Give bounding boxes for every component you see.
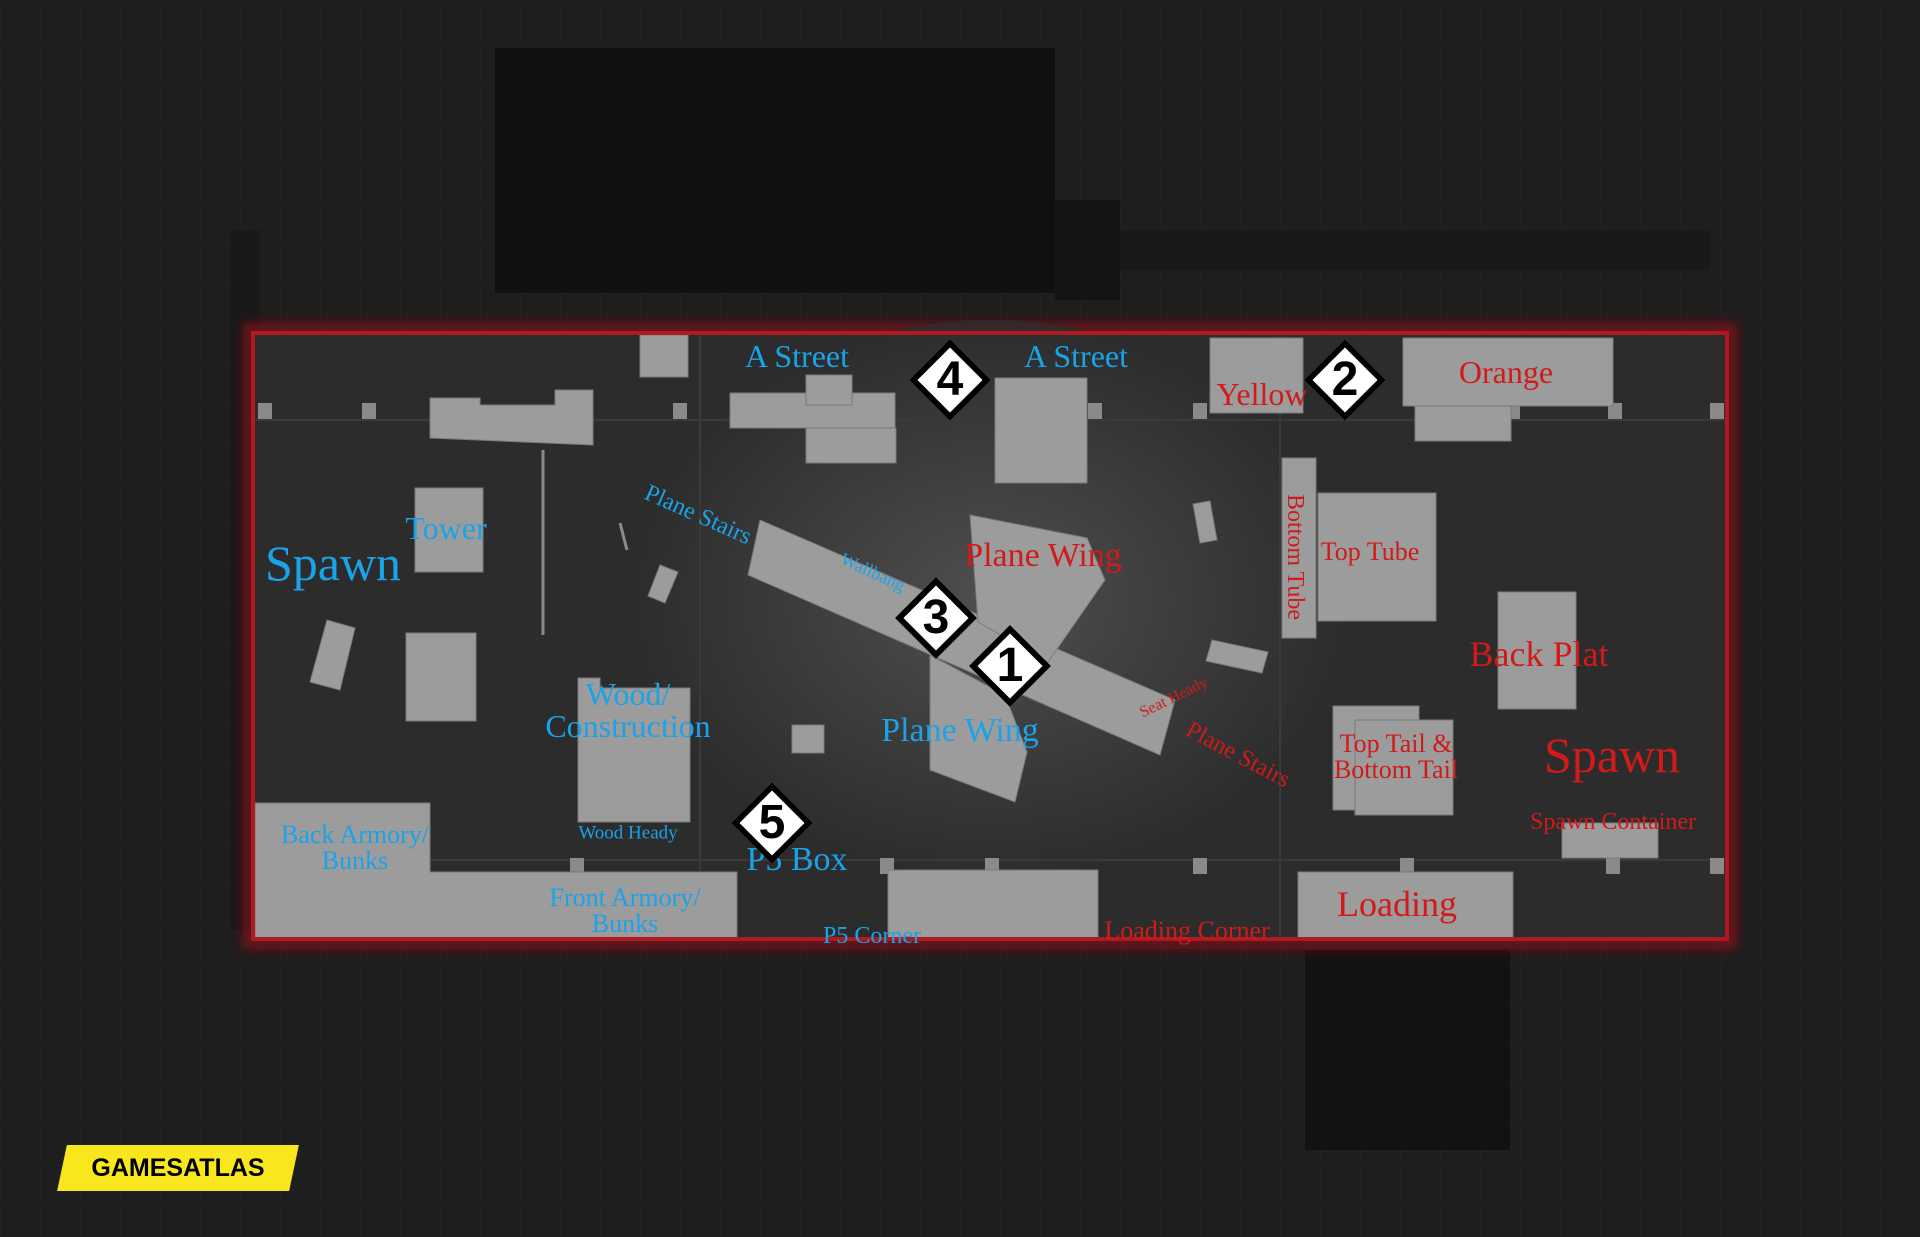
label-orange: Orange bbox=[1458, 354, 1554, 390]
logo-text: GAMESATLAS bbox=[91, 1154, 265, 1182]
marker-number: 2 bbox=[1331, 353, 1359, 406]
play-area-boundary bbox=[251, 331, 1729, 941]
label-plane-wing-red: Plane Wing bbox=[964, 537, 1122, 574]
gamesatlas-logo: GAMESATLAS bbox=[57, 1145, 299, 1191]
label-loading: Loading bbox=[1337, 884, 1457, 924]
marker-number: 5 bbox=[758, 796, 786, 849]
label-top-tail-bottom-tail: Top Tail & Bottom Tail bbox=[1333, 729, 1459, 784]
marker-number: 4 bbox=[936, 353, 964, 406]
label-top-tube: Top Tube bbox=[1320, 537, 1420, 566]
label-front-armory-bunks: Front Armory/ Bunks bbox=[549, 883, 701, 938]
label-a-street-left: A Street bbox=[745, 338, 849, 374]
marker-5: 5 bbox=[729, 780, 815, 866]
marker-2: 2 bbox=[1302, 337, 1388, 423]
label-p5-corner: P5 Corner bbox=[823, 923, 921, 949]
label-wood-heady: Wood Heady bbox=[578, 822, 678, 844]
label-plane-wing-blue: Plane Wing bbox=[881, 712, 1039, 749]
label-spawn-blue: Spawn bbox=[264, 535, 402, 591]
marker-number: 1 bbox=[996, 639, 1024, 692]
label-back-armory-bunks: Back Armory/ Bunks bbox=[280, 820, 430, 875]
label-tower: Tower bbox=[405, 510, 487, 546]
marker-1: 1 bbox=[967, 623, 1053, 709]
north-building-dark bbox=[495, 48, 1055, 293]
marker-3: 3 bbox=[893, 575, 979, 661]
marker-number: 3 bbox=[922, 591, 950, 644]
label-back-plat: Back Plat bbox=[1469, 634, 1609, 674]
label-wood-construction: Wood/ Construction bbox=[545, 676, 711, 744]
marker-4: 4 bbox=[907, 337, 993, 423]
label-spawn-red: Spawn bbox=[1543, 727, 1681, 783]
south-building-dark bbox=[1305, 950, 1510, 1150]
label-loading-corner: Loading Corner bbox=[1104, 916, 1270, 945]
label-spawn-container: Spawn Container bbox=[1530, 809, 1696, 835]
label-yellow: Yellow bbox=[1216, 376, 1308, 412]
label-bottom-tube: Bottom Tube bbox=[1282, 493, 1308, 621]
label-a-street-right: A Street bbox=[1024, 338, 1128, 374]
